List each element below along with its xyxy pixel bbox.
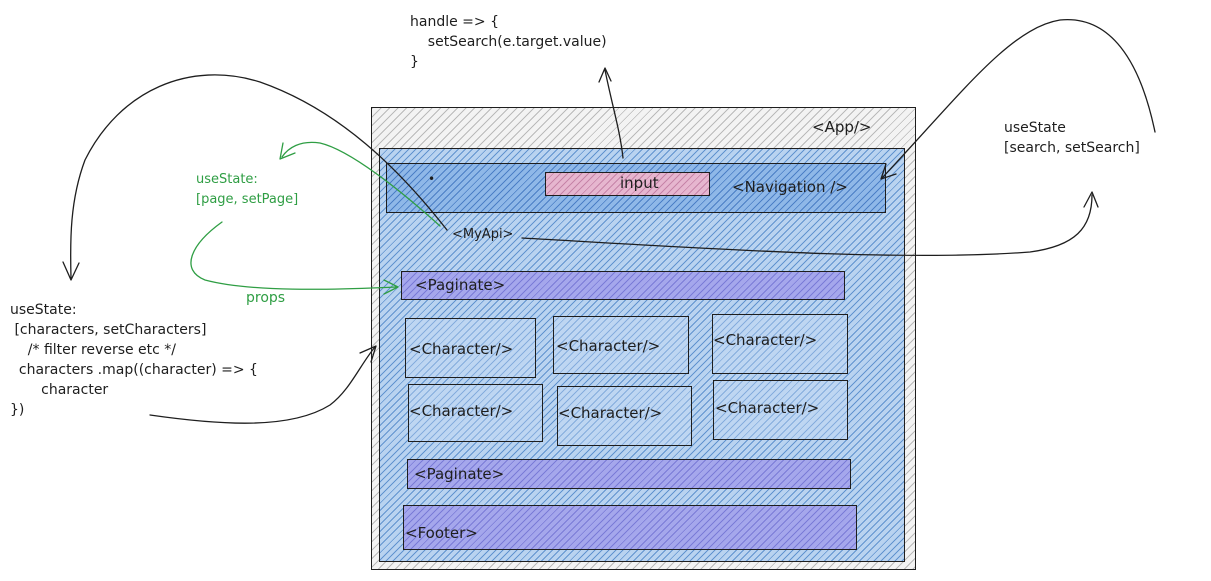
props-note: props: [246, 290, 286, 306]
handle-code-note: handle => { setSearch(e.target.value) }: [410, 14, 607, 70]
usestate-characters-note: useState: [characters, setCharacters] /*…: [10, 302, 258, 418]
usestate-page-note: useState: [page, setPage]: [196, 172, 299, 207]
myapi-label: <MyApi>: [452, 227, 514, 242]
arrowhead-myapi-to-usestate-search: [1083, 191, 1099, 208]
character-label-6: <Character/>: [715, 399, 820, 417]
character-box-1: [405, 318, 536, 378]
character-box-4: [408, 384, 543, 442]
navigation-dot: •: [428, 172, 436, 186]
arrowhead-myapi-to-usestate-page: [279, 142, 296, 160]
character-box-5: [557, 386, 692, 446]
character-box-2: [553, 316, 689, 374]
paginate-bottom-box: [407, 459, 851, 489]
paginate-bottom-label: <Paginate>: [414, 465, 505, 483]
character-label-5: <Character/>: [558, 404, 663, 422]
arrow-usestate-page-to-paginate: [190, 221, 397, 290]
footer-box: [403, 505, 857, 550]
character-box-6: [713, 380, 848, 440]
arrowhead-myapi-to-usestate-characters: [62, 261, 80, 281]
character-label-4: <Character/>: [409, 402, 514, 420]
character-label-3: <Character/>: [713, 331, 818, 349]
input-label: input: [620, 174, 659, 192]
paginate-top-label: <Paginate>: [415, 276, 506, 294]
character-label-1: <Character/>: [409, 340, 514, 358]
footer-label: <Footer>: [405, 524, 478, 542]
app-label: <App/>: [812, 118, 872, 136]
usestate-search-note: useState [search, setSearch]: [1004, 120, 1140, 156]
character-label-2: <Character/>: [556, 337, 661, 355]
character-box-3: [712, 314, 848, 374]
paginate-top-box: [401, 271, 845, 300]
navigation-label: <Navigation />: [732, 178, 848, 196]
